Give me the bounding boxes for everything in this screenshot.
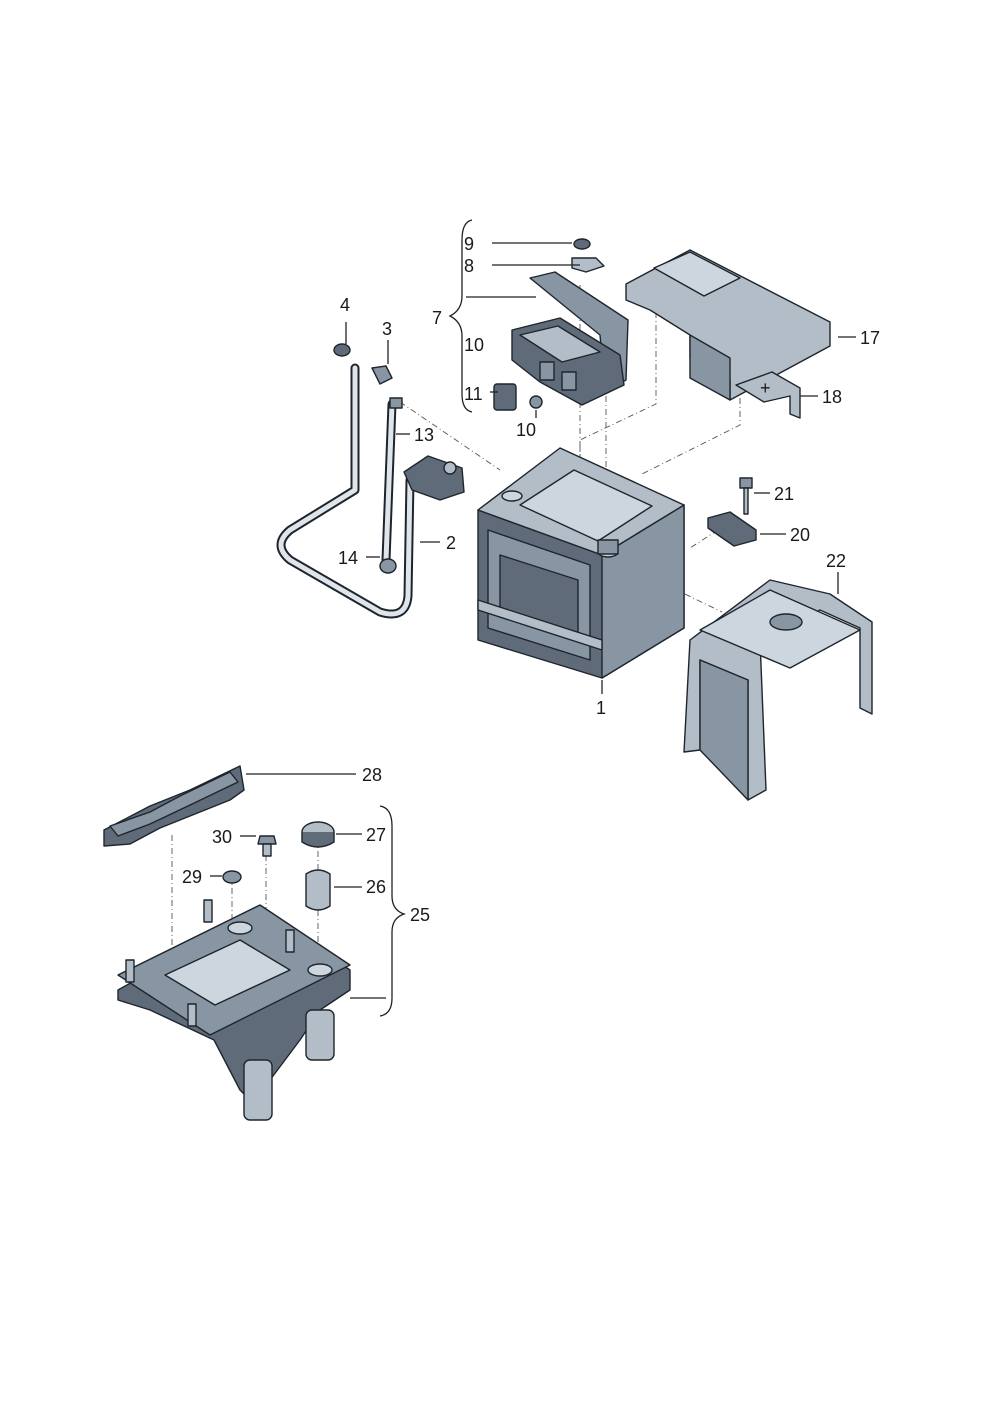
tray-bracket[interactable] (103, 765, 245, 847)
callout-8: 8 (464, 256, 474, 276)
positive-terminal-cover[interactable]: + (735, 371, 801, 419)
battery-negative-post (501, 490, 523, 502)
battery-top-recess (519, 469, 653, 542)
assembly-line (399, 401, 501, 471)
callout-10a: 10 (464, 335, 484, 355)
callout-14: 14 (338, 548, 358, 568)
callout-1: 1 (596, 698, 606, 718)
insulation-cover-flap (689, 334, 731, 401)
battery-handle-ridge (477, 599, 603, 651)
group-bracket-25 (379, 805, 407, 1017)
callout-9: 9 (464, 234, 474, 254)
callout-26: 26 (366, 877, 386, 897)
tray-stud-icon (285, 929, 295, 953)
fuse-holder[interactable] (493, 238, 629, 411)
callout-21: 21 (774, 484, 794, 504)
flange-nut-icon (222, 870, 242, 884)
group-bracket-7 (448, 219, 473, 413)
battery[interactable] (477, 447, 685, 679)
hold-down-clamp[interactable] (707, 477, 757, 547)
callout-22: 22 (826, 551, 846, 571)
tray-stud-icon (187, 1003, 197, 1027)
callout-29: 29 (182, 867, 202, 887)
callout-11: 11 (464, 384, 483, 404)
screw-shank-icon (262, 843, 272, 857)
callout-28: 28 (362, 765, 382, 785)
battery-cover[interactable] (683, 579, 873, 801)
hex-nut-icon (573, 238, 591, 250)
terminal-bolt-icon (443, 461, 457, 475)
cables (276, 343, 465, 619)
callout-3: 3 (382, 319, 392, 339)
callout-4: 4 (340, 295, 350, 315)
fuse-holder-top (519, 325, 601, 363)
tray-fasteners (222, 821, 335, 911)
bolt-shank-icon (743, 487, 749, 515)
callout-13: 13 (414, 425, 434, 445)
battery-tray[interactable] (117, 899, 351, 1121)
tray-bracket-top (109, 771, 239, 837)
tray-stud-icon (203, 899, 213, 923)
cable-grommet-icon (371, 365, 393, 385)
battery-cover-front (699, 659, 749, 801)
callout-30: 30 (212, 827, 232, 847)
callout-20: 20 (790, 525, 810, 545)
insulation-cover-panel (653, 251, 741, 297)
insulation-cover[interactable] (625, 249, 831, 401)
fuse-connector-block (493, 383, 517, 411)
callout-7: 7 (432, 308, 442, 328)
callout-27: 27 (366, 825, 386, 845)
battery-positive-terminal (597, 539, 619, 555)
assembly-line (689, 529, 719, 549)
tray-stud-icon (125, 959, 135, 983)
fuse-slot (561, 371, 577, 391)
callout-25: 25 (410, 905, 430, 925)
tray-support-leg (305, 1009, 335, 1061)
screw-head-icon (257, 835, 277, 845)
plus-sign-icon: + (760, 378, 771, 398)
tray-support-leg (243, 1059, 273, 1121)
callout-2: 2 (446, 533, 456, 553)
fuse-bracket-strip (571, 257, 605, 273)
ground-cable-highlight (278, 365, 413, 617)
cable-nut-icon (379, 558, 397, 574)
callout-18: 18 (822, 387, 842, 407)
leader-lines (210, 219, 856, 1017)
battery-cover-vent (769, 613, 803, 631)
assembly-line (639, 385, 741, 476)
cable-lug-icon (389, 397, 403, 409)
fuse-slot (539, 361, 555, 381)
clip-nut-base (301, 832, 335, 848)
nut-icon (529, 395, 543, 409)
battery-tray-opening (164, 939, 291, 1006)
callout-17: 17 (860, 328, 880, 348)
callout-10b: 10 (516, 420, 536, 440)
callout-labels: 1 2 3 4 7 8 9 10 10 11 13 14 17 18 20 21… (182, 234, 880, 925)
tray-hole-icon (227, 921, 253, 935)
rubber-mount-icon (305, 869, 331, 911)
cable-nut-small-icon (333, 343, 351, 357)
positive-cover-body (735, 371, 801, 419)
clamp-body (707, 511, 757, 547)
positive-cable-highlight (383, 401, 395, 563)
bolt-head-icon (739, 477, 753, 489)
tray-hole-icon (307, 963, 333, 977)
